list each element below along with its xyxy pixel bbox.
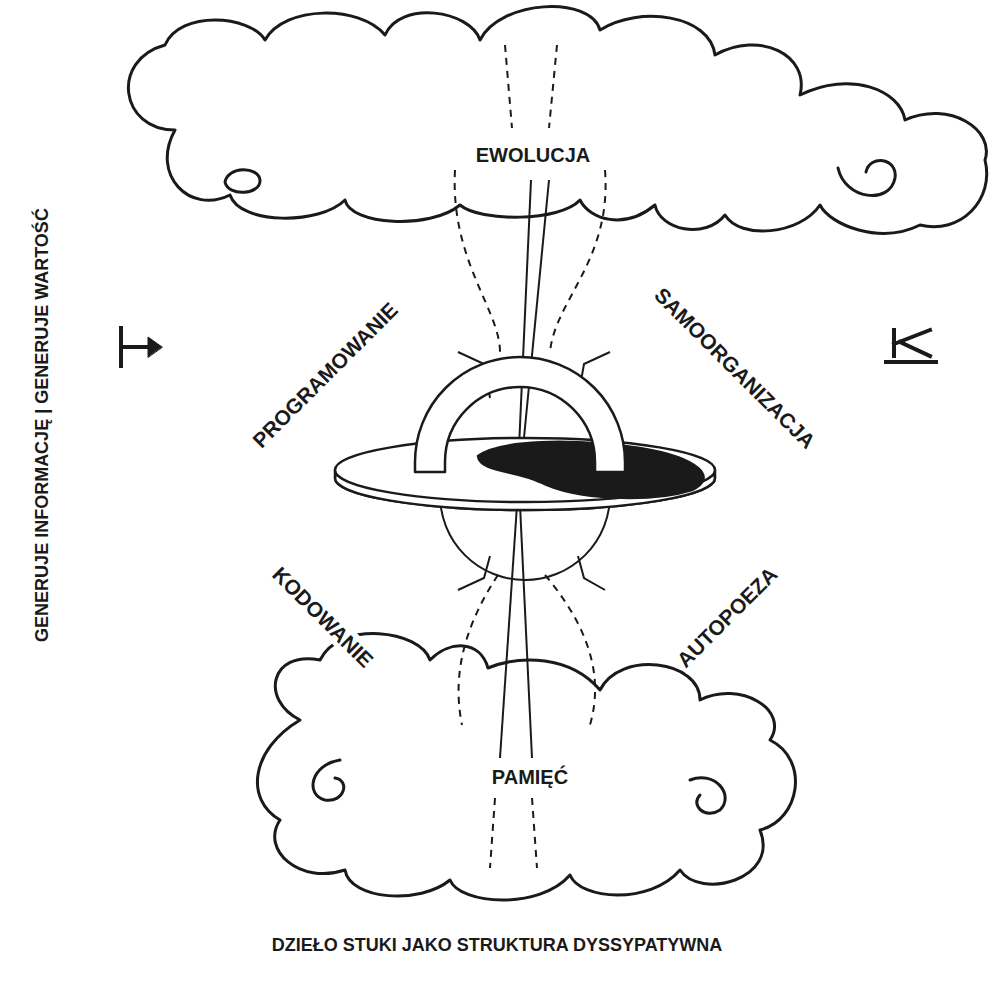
cloud-curl (313, 760, 344, 800)
caption: DZIEŁO STUKI JAKO STRUKTURA DYSSYPATYWNA (269, 934, 726, 956)
axis-term: PROGRAMOWANIE (245, 295, 405, 455)
bracket (578, 556, 605, 590)
mapsto-symbol (148, 337, 162, 357)
side-heading: GENERUJE INFORMACJĘ | GENERUJE WARTOŚĆ (31, 205, 53, 645)
axis-term: SAMOORGANIZACJA (647, 280, 822, 455)
dashed-axis (505, 45, 512, 128)
dashed-lobe (455, 170, 500, 352)
arch (415, 357, 625, 472)
bottom-term: PAMIĘĆ (489, 765, 571, 789)
cloud-curl (838, 161, 895, 196)
dashed-axis (549, 45, 557, 128)
top-cloud (128, 7, 986, 234)
dashed-lobe (550, 170, 606, 352)
ray-line (500, 505, 517, 758)
ray-line (520, 505, 532, 758)
dashed-axis (532, 798, 537, 868)
black-half (478, 442, 704, 498)
top-term: EWOLUCJA (473, 143, 593, 167)
cloud-curl (690, 778, 725, 814)
k-symbol (886, 330, 936, 362)
dashed-lobe (459, 575, 498, 725)
bottom-cloud (257, 634, 795, 900)
dashed-axis (490, 798, 495, 868)
cloud-loop (225, 170, 260, 193)
axis-term: AUTOPOEZA (670, 560, 785, 675)
bracket (458, 556, 490, 590)
dashed-lobe (545, 575, 595, 725)
ray-line (523, 180, 549, 448)
ray-line (519, 180, 531, 448)
disc (335, 438, 715, 502)
